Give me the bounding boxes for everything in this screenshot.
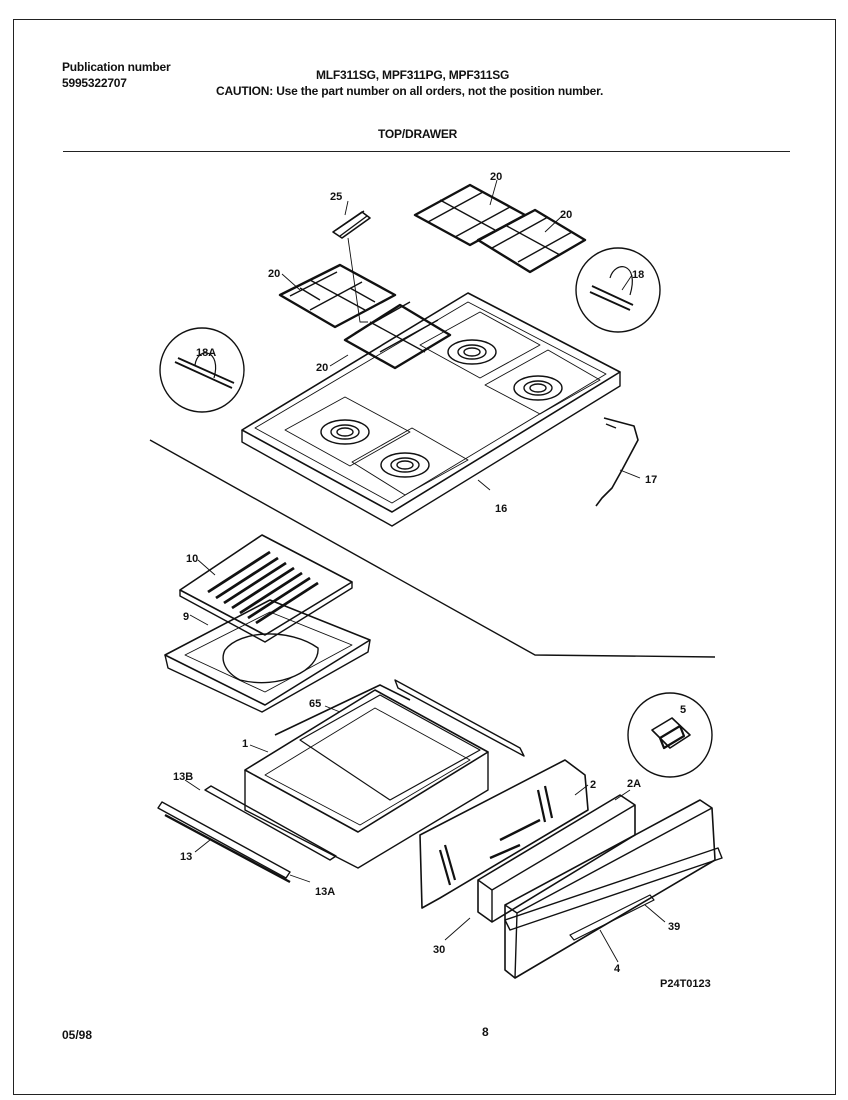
burner-grate-right [413,183,587,274]
callout-39: 39 [668,921,680,933]
drawer-body [244,689,489,869]
callout-2: 2 [590,779,596,791]
callout-20-bottom: 20 [316,362,328,374]
callout-65: 65 [309,698,321,710]
callout-17: 17 [645,474,657,486]
callout-13: 13 [180,851,192,863]
detail-circle-5 [627,692,713,778]
callout-20-right: 20 [560,209,572,221]
callout-30: 30 [433,944,445,956]
callout-13b: 13B [173,771,193,783]
footer-date: 05/98 [62,1028,93,1042]
callout-5: 5 [680,704,686,716]
cooktop-top [241,292,621,527]
section-divider-line [149,439,716,658]
figure-id: P24T0123 [660,978,711,990]
drawer-slide-rails [157,785,337,884]
page-number: 8 [482,1025,489,1039]
callout-13a: 13A [315,886,335,898]
burner-grate-left [278,263,452,370]
detail-circle-18 [575,247,661,333]
drawer-back-panel-part-2 [419,759,589,909]
callout-18: 18 [632,269,644,281]
broiler-pan [164,599,371,713]
callout-4: 4 [614,963,621,975]
section-title: TOP/DRAWER [378,127,458,141]
caution-note: CAUTION: Use the part number on all orde… [216,84,604,98]
drawer-rail-part-65 [274,679,525,757]
callout-18a: 18A [196,347,216,359]
publication-label: Publication number [62,60,171,74]
header-rule [63,151,790,152]
callout-25: 25 [330,191,342,203]
page-border [13,19,836,1095]
callout-2a: 2A [627,778,641,790]
drawer-front-part-4 [504,799,723,979]
broiler-pan-insert [179,534,353,643]
detail-circle-18a [159,327,245,413]
callout-20-left: 20 [268,268,280,280]
publication-number: 5995322707 [62,76,127,90]
callout-1: 1 [242,738,248,750]
callout-20-top: 20 [490,171,502,183]
burner-cap-part-25 [332,210,371,323]
callout-16: 16 [495,503,507,515]
support-rod-part-17 [595,417,639,507]
callout-10: 10 [186,553,198,565]
callout-9: 9 [183,611,189,623]
model-numbers: MLF311SG, MPF311PG, MPF311SG [316,68,510,82]
